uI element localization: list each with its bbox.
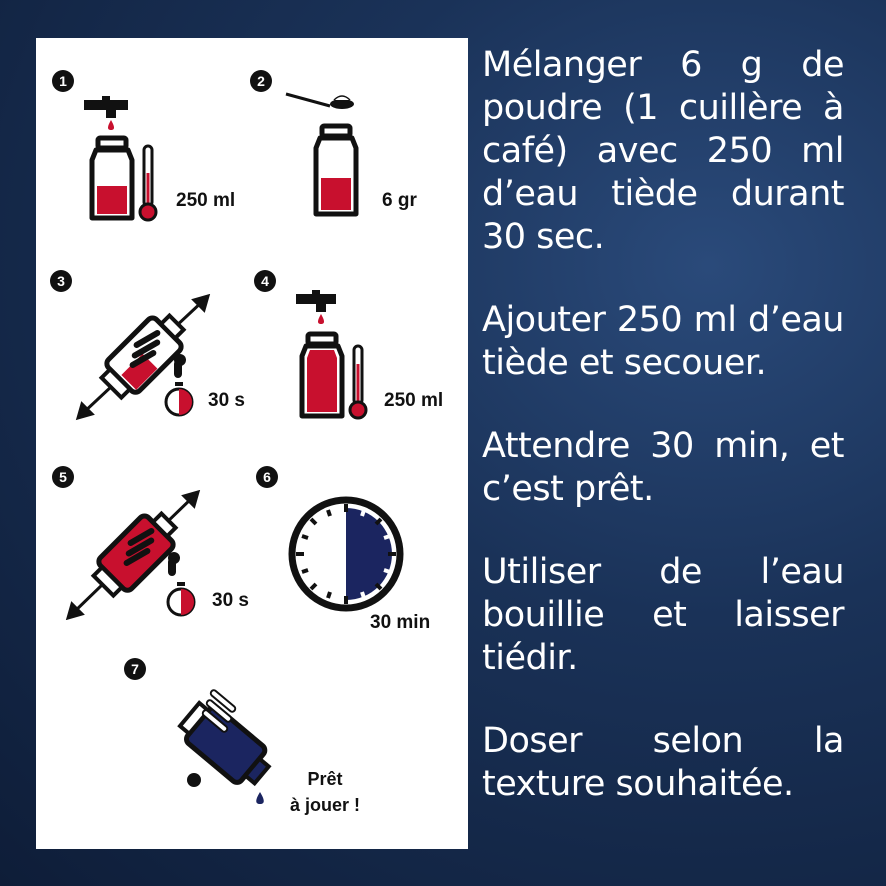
step-1-number: 1 (52, 70, 74, 92)
thermometer-icon (348, 344, 368, 420)
faucet-bottle-icon (296, 290, 368, 420)
pouring-bottle-icon (177, 689, 272, 804)
step-4-label: 250 ml (384, 390, 444, 411)
instructions-panel: 1 250 ml 2 6 gr 3 (36, 38, 468, 849)
instructions-text: Mélanger 6 g de poudre (1 cuillère à caf… (482, 44, 845, 846)
shaker-icon (65, 490, 201, 620)
instruction-2: Ajouter 250 ml d’eau tiède et secouer. (482, 300, 845, 383)
drop-icon (318, 314, 324, 324)
shaker-icon (75, 294, 211, 421)
clock-icon (288, 496, 404, 612)
step-3-number: 3 (50, 270, 72, 292)
spoon-bottle-icon (285, 92, 359, 217)
step-1-label: 250 ml (176, 190, 236, 211)
hand-icon (123, 528, 180, 576)
spoon-icon (285, 92, 354, 109)
hand-icon (129, 330, 186, 378)
faucet-icon (296, 290, 336, 312)
step-7-label: Prêt à jouer ! (290, 766, 360, 818)
bottle-icon (313, 123, 359, 217)
faucet-icon (84, 96, 128, 118)
drop-icon (256, 792, 264, 804)
bottle-icon (89, 135, 135, 221)
thermometer-icon (138, 144, 158, 222)
instruction-3: Attendre 30 min, et c’est prêt. (482, 426, 845, 509)
instruction-5: Doser selon la texture souhaitée. (482, 721, 845, 804)
step-4-number: 4 (254, 270, 276, 292)
step-7-number: 7 (124, 658, 146, 680)
drop-icon (108, 120, 114, 130)
step-6-label: 30 min (370, 612, 431, 633)
stopwatch-icon (164, 382, 194, 417)
step-2-number: 2 (250, 70, 272, 92)
step-2-label: 6 gr (382, 190, 417, 211)
step-5-number: 5 (52, 466, 74, 488)
step-7-label-line1: Prêt (307, 769, 343, 789)
bottle-icon (299, 331, 345, 419)
step-3-label: 30 s (208, 390, 245, 411)
faucet-bottle-icon (84, 96, 158, 222)
step-7-label-line2: à jouer ! (290, 795, 361, 815)
step-6-number: 6 (256, 466, 278, 488)
instruction-4: Utiliser de l’eau bouillie et laisser ti… (482, 552, 845, 678)
hand-icon (201, 689, 237, 733)
step-5-label: 30 s (212, 590, 249, 611)
stopwatch-icon (166, 582, 196, 617)
instruction-1: Mélanger 6 g de poudre (1 cuillère à caf… (482, 45, 845, 257)
